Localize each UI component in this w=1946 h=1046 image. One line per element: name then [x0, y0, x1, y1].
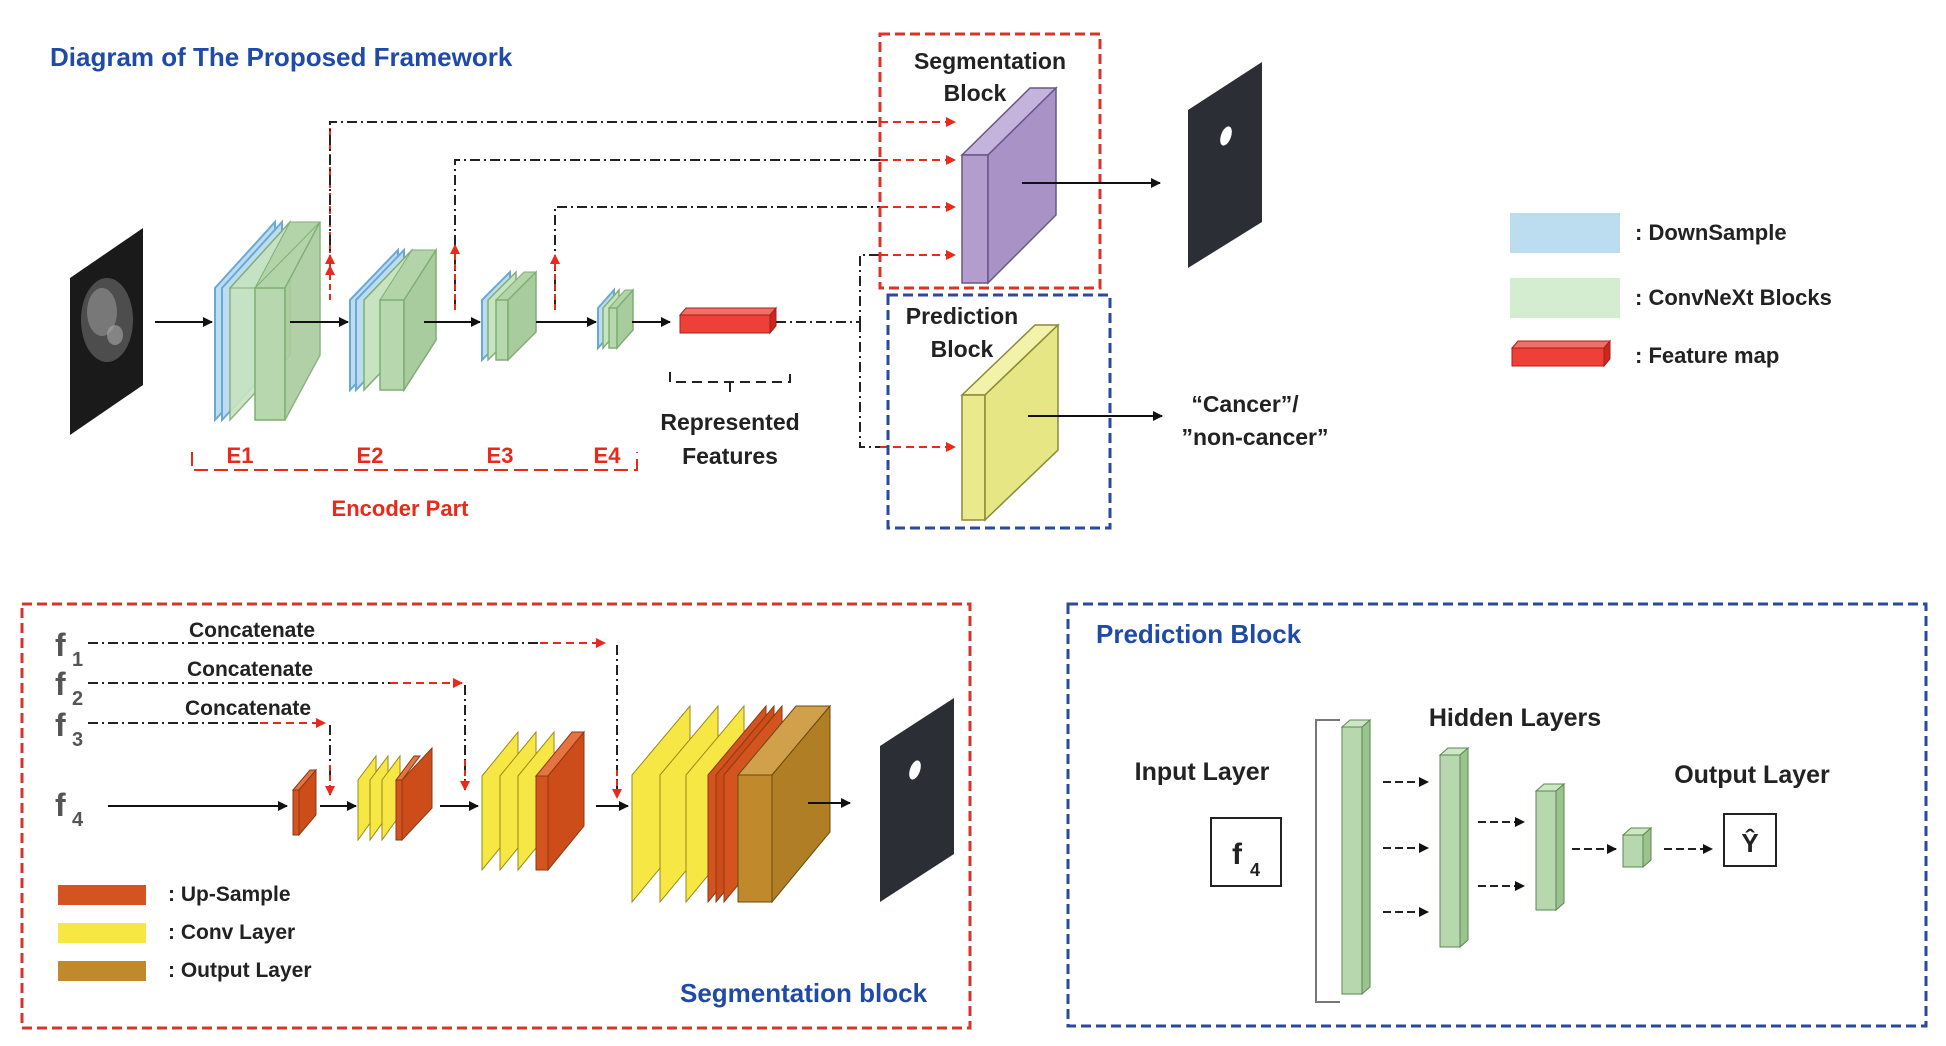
svg-text:f: f [1232, 838, 1243, 871]
legend-swatch-conv [58, 923, 146, 943]
encoder-block-e4 [597, 287, 635, 351]
upsample-block-1 [291, 768, 318, 837]
svg-text:3: 3 [72, 729, 83, 751]
encoder-label-e3: E3 [487, 443, 514, 468]
prediction-output-line2: ”non-cancer” [1182, 424, 1329, 450]
prediction-block-label-line2: Block [931, 336, 994, 362]
segmentation-block-frame [878, 32, 1102, 290]
legend-label-output: : Output Layer [168, 959, 312, 982]
concatenate-label-3: Concatenate [185, 697, 311, 720]
segmentation-panel-title: Segmentation block [680, 978, 928, 1008]
svg-text:Ŷ: Ŷ [1741, 828, 1758, 858]
concatenate-label-1: Concatenate [189, 619, 315, 642]
segmentation-output-mask [1188, 62, 1262, 268]
feature-label-f2: f 2 [55, 666, 83, 710]
feature-map [678, 306, 778, 335]
decoder-stage-3 [481, 730, 586, 872]
legend-label-downsample: : DownSample [1635, 220, 1787, 245]
concatenate-connections [88, 638, 622, 799]
svg-text:f: f [55, 666, 66, 702]
encoder-block-e1 [214, 219, 322, 423]
prediction-block-label-line1: Prediction [906, 303, 1018, 329]
legend-swatch-feature-map [1510, 339, 1612, 368]
encoder-label-e1: E1 [227, 443, 254, 468]
legend-swatch-upsample [58, 885, 146, 905]
segmentation-output-mask-2 [880, 698, 954, 902]
legend-swatch-downsample [1510, 213, 1620, 253]
svg-text:f: f [55, 707, 66, 743]
input-layer-label: Input Layer [1135, 758, 1270, 786]
svg-text:f: f [55, 627, 66, 663]
prediction-panel-title: Prediction Block [1096, 619, 1302, 649]
feature-label-f3: f 3 [55, 707, 83, 751]
input-node-f4: f 4 [1210, 817, 1282, 887]
hidden-layer-2 [1438, 746, 1470, 949]
legend-swatch-output [58, 961, 146, 981]
legend-label-upsample: : Up-Sample [168, 883, 291, 906]
hidden-layer-4 [1621, 826, 1653, 869]
diagram-title: Diagram of The Proposed Framework [50, 42, 513, 72]
layer-arrows-2 [1478, 817, 1525, 891]
feature-label-f4: f 4 [55, 787, 84, 831]
prediction-block-frame [886, 293, 1112, 530]
decoder-stage-4 [631, 704, 832, 904]
svg-text:2: 2 [72, 688, 83, 710]
legend-label-feature-map: : Feature map [1635, 343, 1779, 368]
segmentation-block-volume [960, 86, 1058, 285]
output-node-yhat: Ŷ [1723, 813, 1777, 867]
legend-swatch-convnext [1510, 278, 1620, 318]
encoder-block-e3 [481, 269, 538, 363]
segmentation-block-label-line2: Block [944, 80, 1007, 106]
represented-features-line2: Features [682, 443, 778, 469]
encoder-block-e2 [349, 247, 437, 393]
legend-segmentation: : Up-Sample : Conv Layer : Output Layer [58, 883, 312, 982]
svg-text:4: 4 [1250, 860, 1260, 880]
represented-features-line1: Represented [660, 409, 799, 435]
output-layer-label: Output Layer [1674, 761, 1830, 789]
segmentation-block-label-line1: Segmentation [914, 48, 1066, 74]
encoder-part-label: Encoder Part [332, 496, 470, 521]
hidden-layer-1 [1340, 718, 1372, 996]
legend-label-convnext: : ConvNeXt Blocks [1635, 285, 1832, 310]
input-mri-image [70, 228, 143, 435]
svg-text:4: 4 [72, 809, 84, 831]
segmentation-panel-frame [20, 602, 972, 1030]
feature-label-f1: f 1 [55, 627, 83, 671]
layer-arrows-1 [1383, 777, 1429, 917]
encoder-label-e2: E2 [357, 443, 384, 468]
legend-top: : DownSample : ConvNeXt Blocks : Feature… [1510, 213, 1832, 368]
decoder-stage-2 [357, 746, 433, 842]
svg-text:1: 1 [72, 649, 83, 671]
prediction-block-volume [960, 323, 1060, 522]
prediction-output-line1: “Cancer”/ [1191, 391, 1299, 417]
hidden-layer-3 [1534, 782, 1566, 912]
legend-label-conv: : Conv Layer [168, 921, 295, 944]
encoder-label-e4: E4 [594, 443, 622, 468]
prediction-panel-frame [1066, 602, 1928, 1028]
hidden-layers-label: Hidden Layers [1429, 704, 1601, 732]
concatenate-label-2: Concatenate [187, 658, 313, 681]
svg-text:f: f [55, 787, 66, 823]
